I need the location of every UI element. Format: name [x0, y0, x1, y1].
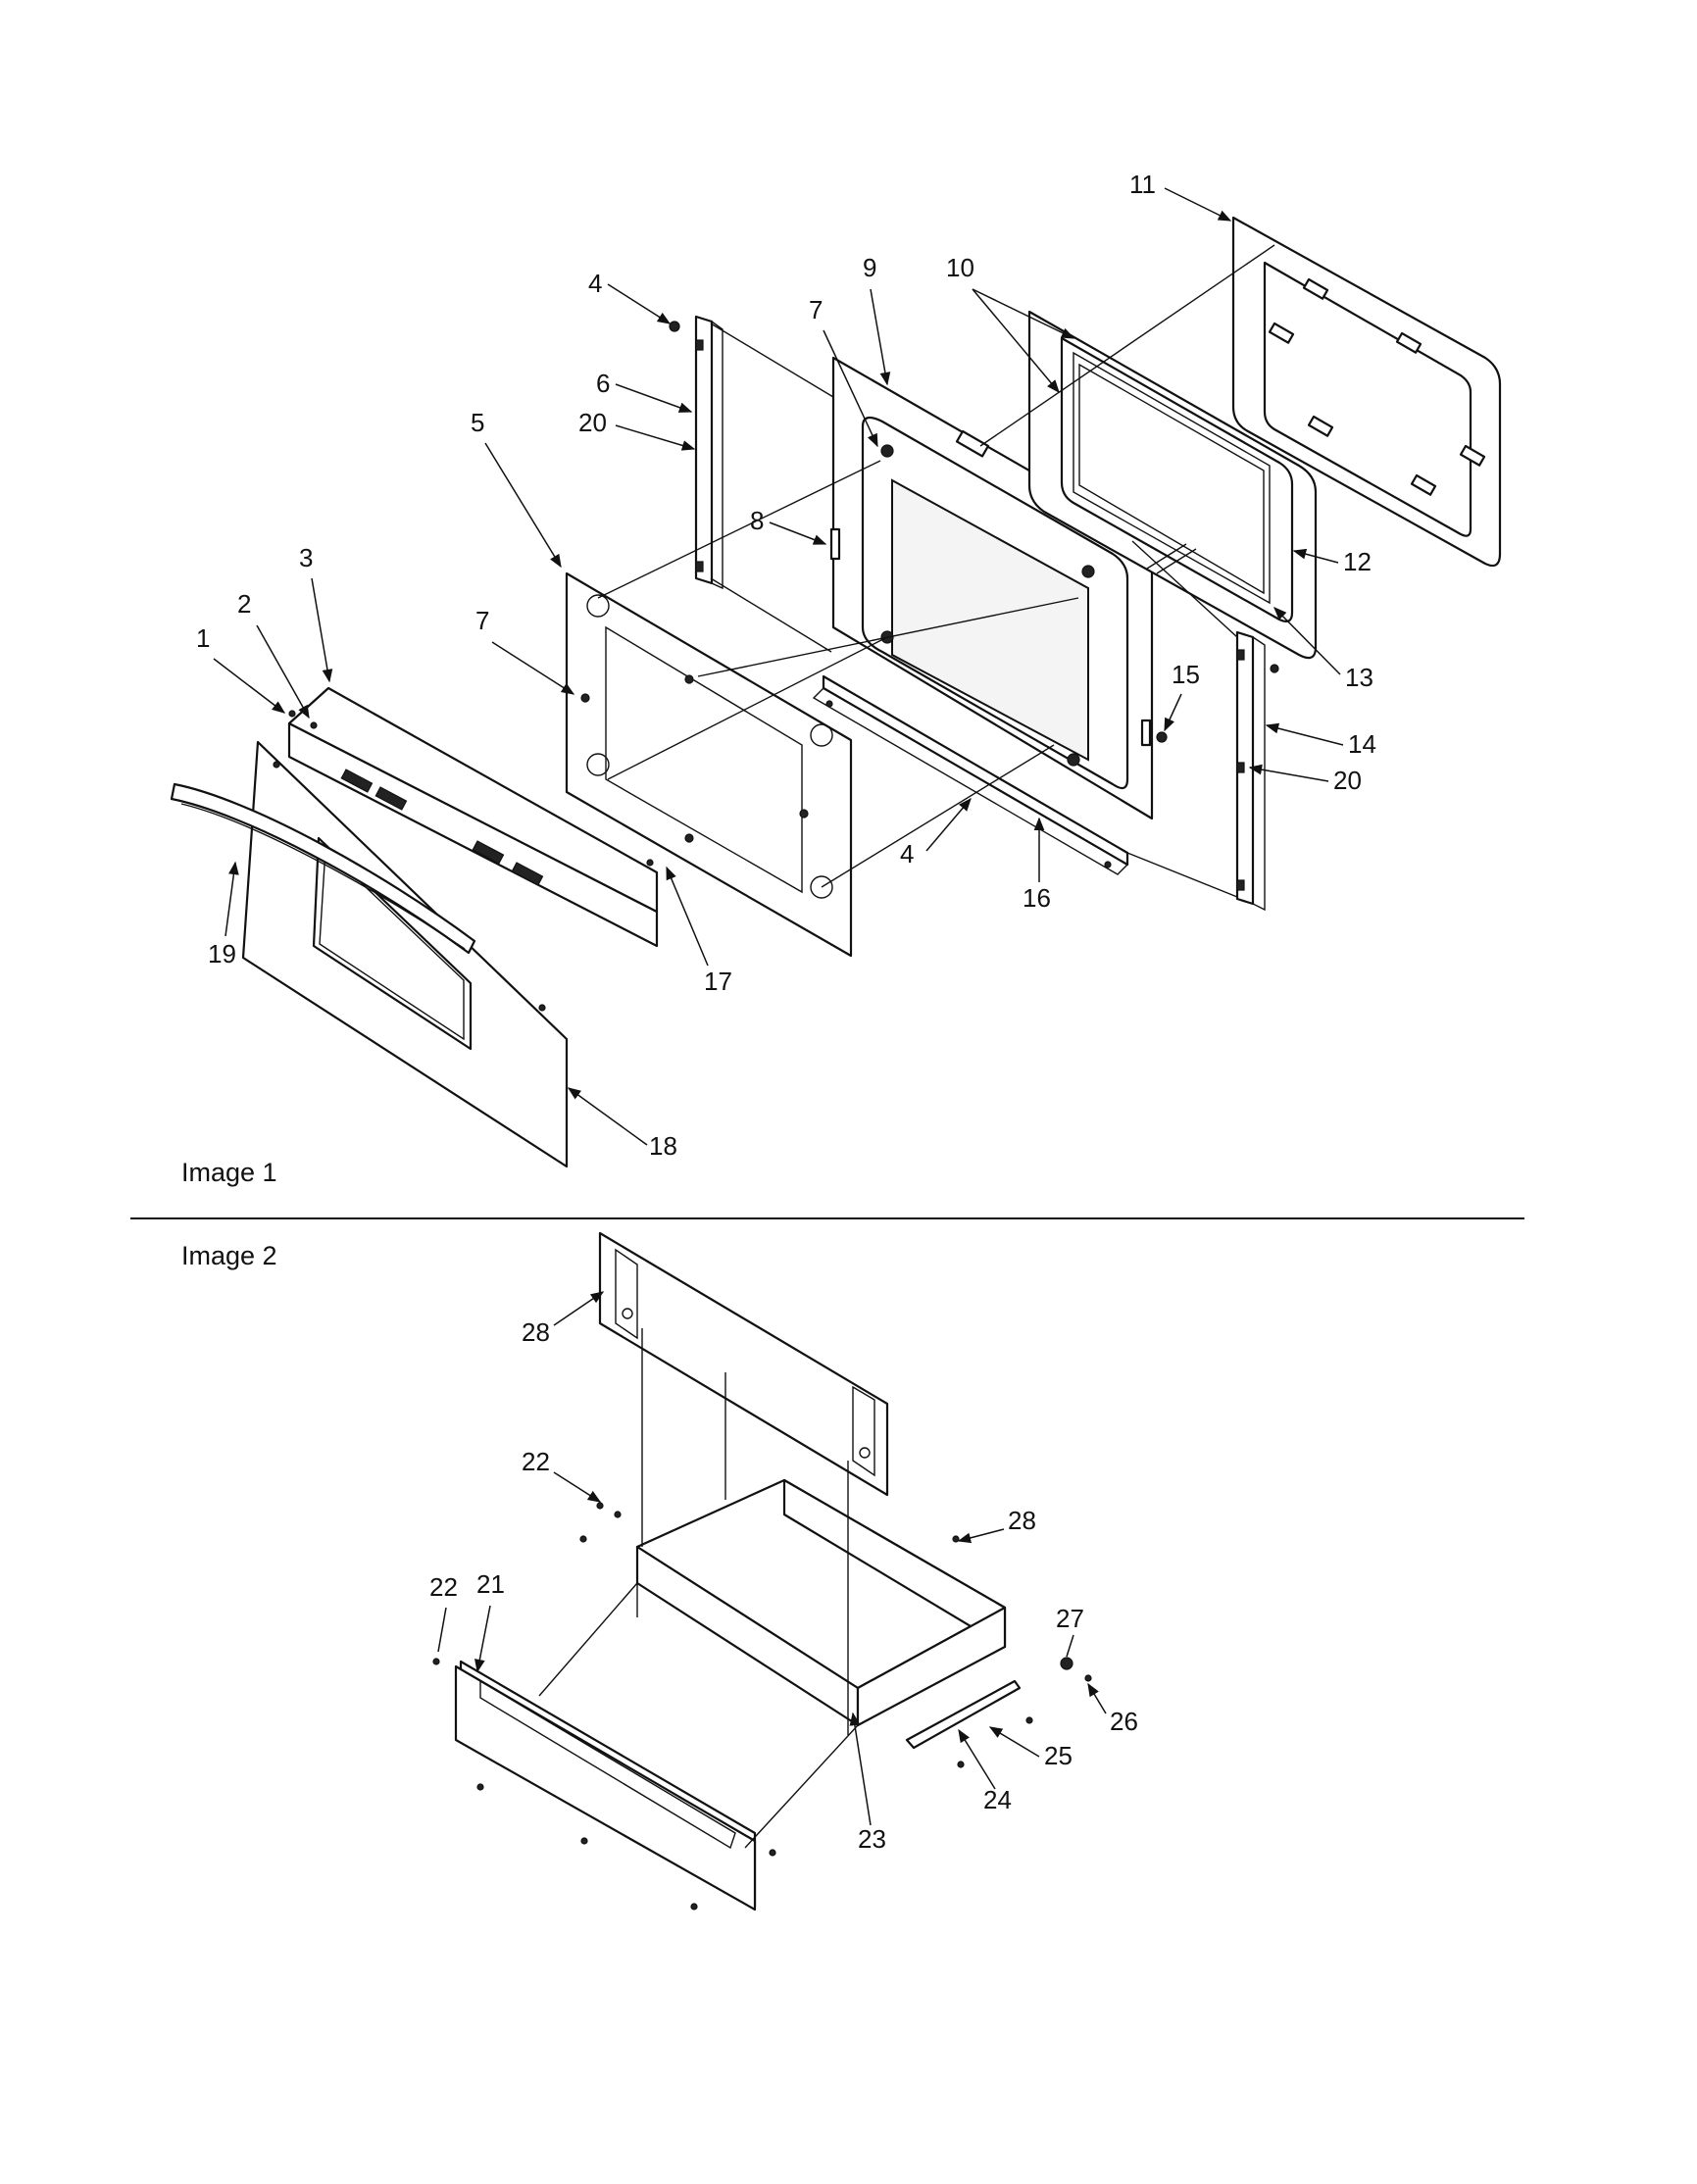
callout-15: 15 — [1172, 660, 1200, 689]
left-hinge-channel — [694, 315, 724, 590]
callout-10: 10 — [946, 253, 974, 282]
section-label-image-2: Image 2 — [181, 1241, 277, 1270]
callout-17: 17 — [704, 967, 732, 996]
outer-frame — [1231, 216, 1502, 568]
callout-19: 19 — [208, 939, 236, 968]
callout-20-left: 20 — [578, 408, 607, 437]
drawer-guide-line-left — [538, 1582, 638, 1697]
callout-5: 5 — [471, 408, 484, 437]
callout-4-top: 4 — [588, 269, 602, 298]
drawer-slide — [905, 1679, 1022, 1750]
inner-panel — [565, 571, 853, 958]
callout-22-top: 22 — [522, 1447, 550, 1476]
callout-12: 12 — [1343, 547, 1372, 576]
callout-13: 13 — [1345, 663, 1373, 692]
window-pack — [1027, 310, 1318, 660]
section-label-image-1: Image 1 — [181, 1158, 277, 1187]
callout-20-right: 20 — [1333, 766, 1362, 795]
drawer-guide-line-right — [744, 1724, 859, 1849]
callout-14: 14 — [1348, 729, 1376, 759]
callout-2: 2 — [237, 589, 251, 619]
callout-11: 11 — [1129, 170, 1156, 199]
assembly-guide-lines — [597, 244, 1275, 898]
callout-7-top: 7 — [809, 295, 823, 324]
bottom-channel — [812, 674, 1129, 875]
inner-door-liner — [829, 356, 1154, 820]
drawer-back-panel — [598, 1231, 889, 1497]
image1-callouts: 1 2 3 5 7 4 6 20 7 9 8 10 11 12 13 14 20… — [196, 170, 1376, 1161]
drawer-body — [635, 1478, 1007, 1727]
callout-26: 26 — [1110, 1707, 1138, 1736]
callout-21: 21 — [476, 1569, 505, 1599]
callout-9: 9 — [863, 253, 876, 282]
callout-28-top: 28 — [522, 1317, 550, 1347]
right-hinge-channel — [1235, 630, 1266, 912]
image2-callouts: 28 22 22 21 28 27 26 25 24 23 — [429, 1291, 1138, 1854]
callout-16: 16 — [1023, 883, 1051, 913]
fasteners — [288, 321, 1279, 869]
callout-1: 1 — [196, 623, 210, 653]
callout-7-left: 7 — [475, 606, 489, 635]
callout-6: 6 — [596, 369, 610, 398]
callout-25: 25 — [1044, 1741, 1073, 1770]
callout-3: 3 — [299, 543, 313, 572]
callout-4-bottom: 4 — [900, 839, 914, 869]
drawer-front — [454, 1660, 757, 1911]
vent-bracket — [287, 686, 659, 948]
callout-23: 23 — [858, 1824, 886, 1854]
callout-28-right: 28 — [1008, 1506, 1036, 1535]
callout-22-left: 22 — [429, 1572, 458, 1602]
callout-24: 24 — [983, 1785, 1012, 1814]
oven-door-assembly — [170, 216, 1502, 1168]
door-handle — [170, 782, 476, 955]
callout-18: 18 — [649, 1131, 677, 1161]
drawer-fasteners — [432, 1502, 1092, 1911]
callout-8: 8 — [750, 506, 764, 535]
callout-27: 27 — [1056, 1604, 1084, 1633]
